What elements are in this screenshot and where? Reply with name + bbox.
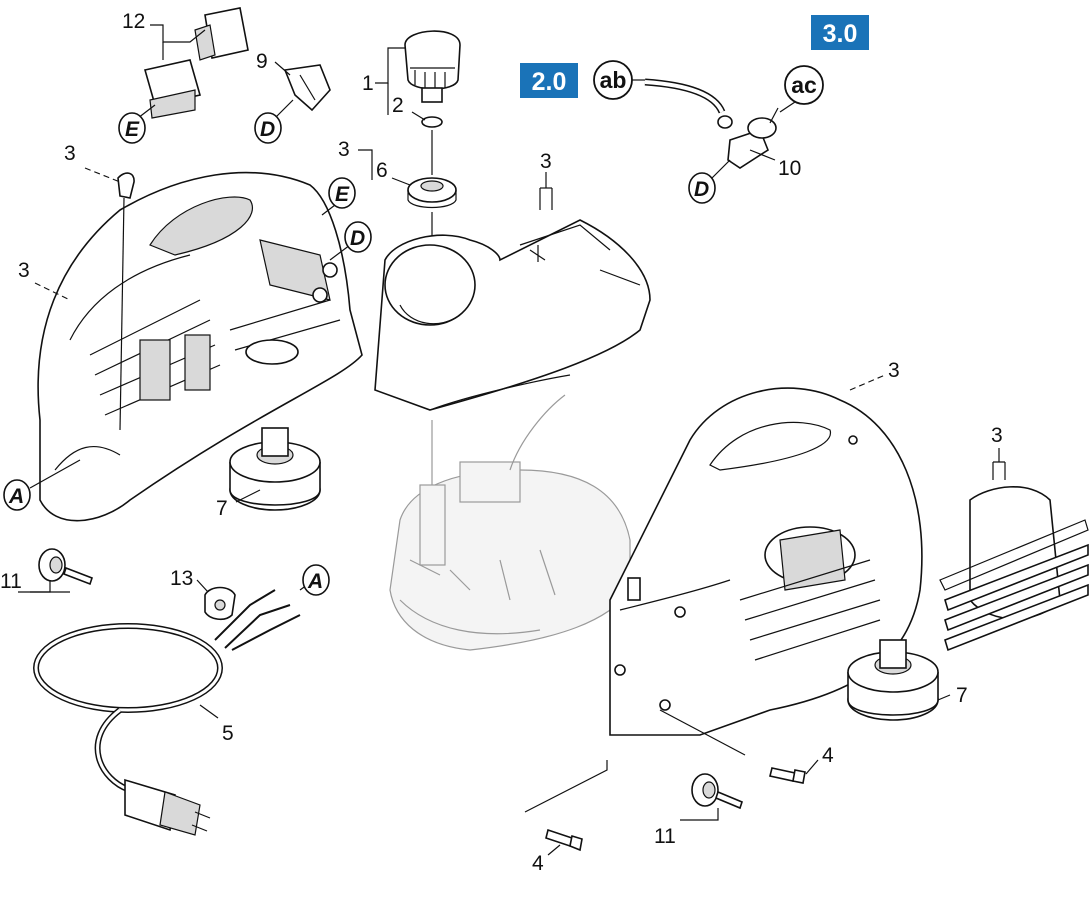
- svg-text:D: D: [260, 118, 275, 141]
- label-3-far-right: 3: [991, 424, 1003, 447]
- top-hood: [374, 219, 651, 411]
- grommet: [204, 586, 236, 621]
- svg-text:D: D: [350, 227, 365, 250]
- label-6: 6: [376, 159, 388, 182]
- motor-block-ghost: [389, 394, 631, 651]
- label-9: 9: [256, 50, 268, 73]
- svg-text:A: A: [307, 570, 323, 593]
- label-3-center-left: 3: [338, 138, 350, 161]
- label-1: 1: [362, 72, 374, 95]
- connection-tags: E D E D A A D: [3, 112, 716, 596]
- svg-text:E: E: [125, 118, 140, 141]
- left-housing-half: [37, 171, 363, 522]
- tag-d-valve: D: [688, 172, 716, 204]
- label-3-right: 3: [888, 359, 900, 382]
- label-11-left: 11: [0, 570, 22, 593]
- label-4-bottom: 4: [532, 852, 544, 875]
- leader-lines: [18, 24, 1006, 856]
- wheel-right: [847, 639, 939, 721]
- label-2: 2: [392, 94, 404, 117]
- label-11-right: 11: [654, 825, 676, 848]
- knob-assembly: [404, 30, 461, 175]
- tag-d-housing: D: [344, 221, 372, 253]
- label-7-right: 7: [956, 684, 968, 707]
- power-cable: [33, 589, 301, 836]
- label-4-right: 4: [822, 744, 834, 767]
- switch-assembly: [143, 7, 249, 119]
- small-wheel-right: [691, 773, 743, 810]
- svg-text:D: D: [694, 178, 709, 201]
- tag-e-top: E: [118, 112, 146, 144]
- right-housing-half: [609, 387, 923, 736]
- svg-text:2.0: 2.0: [532, 68, 567, 96]
- seal: [407, 177, 457, 310]
- svg-text:ab: ab: [600, 67, 627, 93]
- section-badge-3-0[interactable]: 3.0: [811, 15, 869, 50]
- label-12: 12: [122, 10, 145, 33]
- clip-part-9: [283, 64, 331, 112]
- tag-a-left: A: [3, 479, 31, 511]
- svg-text:A: A: [8, 485, 24, 508]
- section-badge-2-0[interactable]: 2.0: [520, 63, 578, 98]
- clip-part: [117, 172, 135, 431]
- tag-a-cable: A: [302, 564, 330, 596]
- tag-d-top: D: [254, 112, 282, 144]
- ventilation-grille: [939, 486, 1089, 652]
- label-13: 13: [170, 567, 193, 590]
- label-3-top-center: 3: [540, 150, 552, 173]
- svg-text:E: E: [335, 183, 350, 206]
- label-3-left: 3: [18, 259, 30, 282]
- label-7-left: 7: [216, 497, 228, 520]
- screw-bottom: [545, 828, 583, 852]
- label-5: 5: [222, 722, 234, 745]
- part-number-labels: 12 9 1 2 3 6 3 3 3 7 11 13 5 10 3 3 7 4 …: [0, 10, 1003, 875]
- screw-right: [659, 709, 806, 784]
- tag-e-housing: E: [328, 177, 356, 209]
- svg-text:3.0: 3.0: [823, 20, 858, 48]
- label-3-top-left: 3: [64, 142, 76, 165]
- hose-and-valve: [644, 78, 779, 169]
- connector-ab: ab: [593, 60, 633, 100]
- svg-text:ac: ac: [791, 72, 817, 98]
- connector-ac: ac: [784, 65, 824, 105]
- small-wheel-left: [38, 548, 94, 586]
- label-10: 10: [778, 157, 801, 180]
